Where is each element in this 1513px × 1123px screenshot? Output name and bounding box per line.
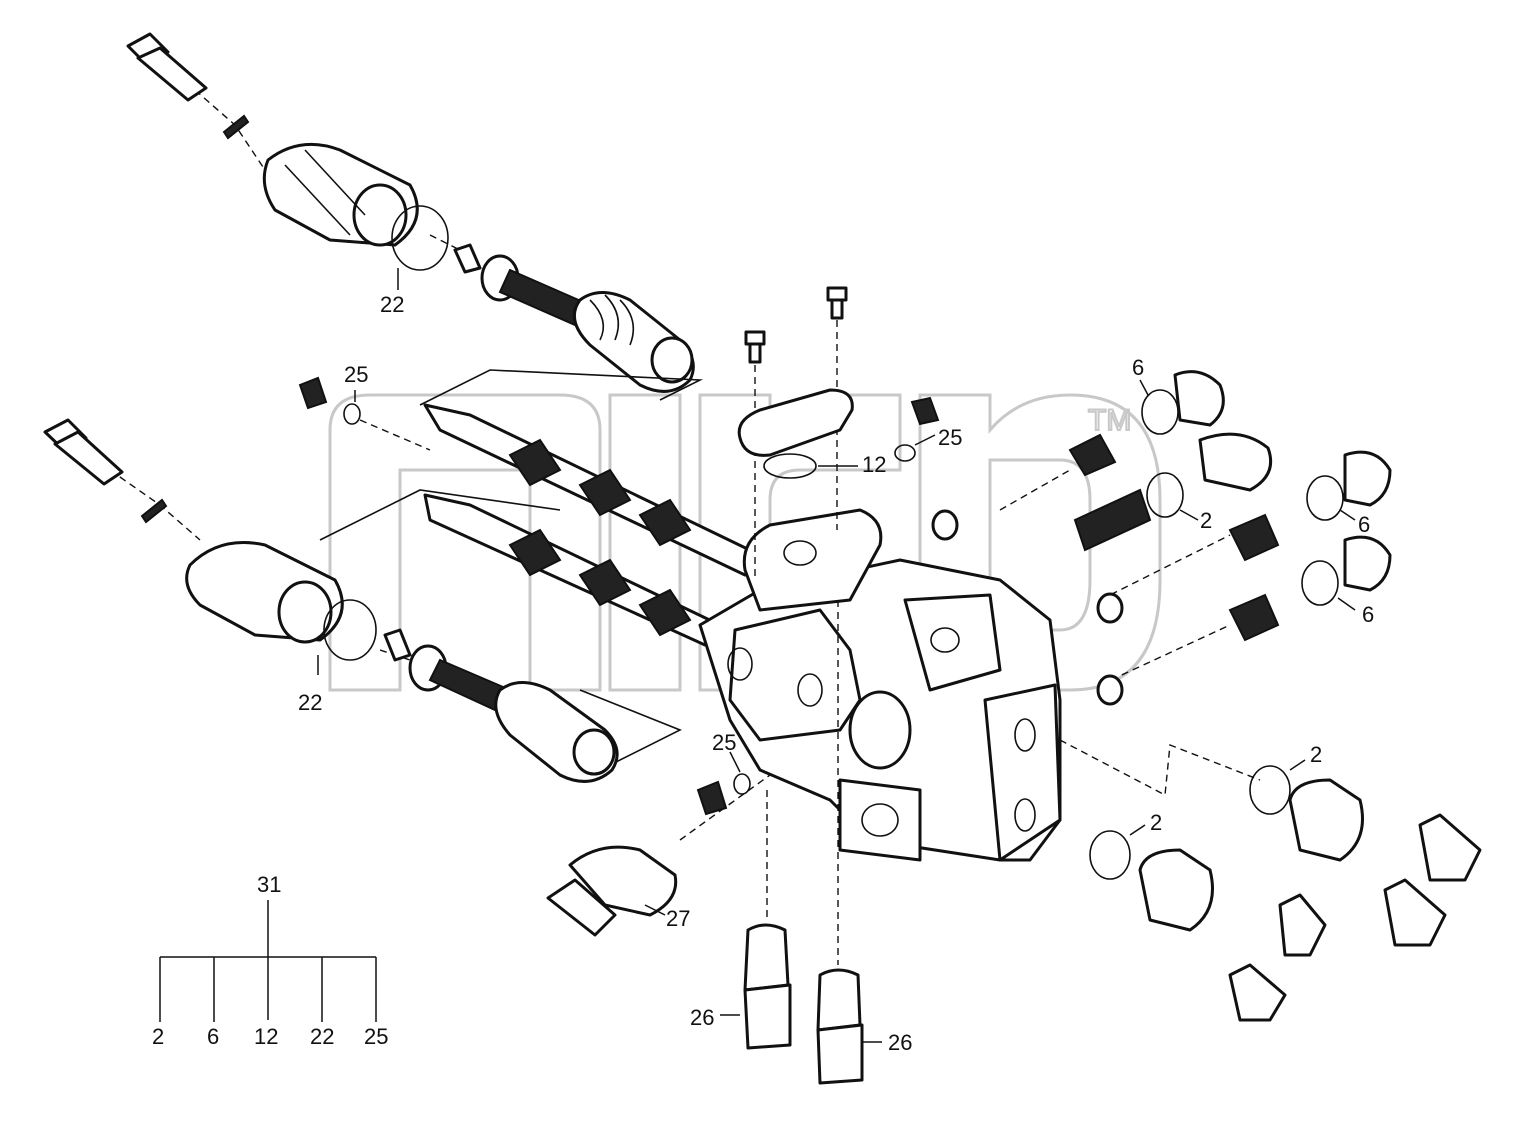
bom-tree: 31 2 6 12 22 25 bbox=[152, 872, 388, 1049]
bom-component-12: 12 bbox=[254, 1024, 278, 1049]
callout-6-low: 6 bbox=[1362, 602, 1374, 627]
lower-fittings bbox=[546, 600, 882, 1085]
callout-22-lower: 22 bbox=[298, 690, 322, 715]
right-fittings bbox=[931, 370, 1392, 706]
callout-6-top: 6 bbox=[1132, 355, 1144, 380]
callout-27: 27 bbox=[666, 906, 690, 931]
cover-plate-group bbox=[737, 286, 940, 580]
callout-25-right: 25 bbox=[938, 425, 962, 450]
callout-25-bottom: 25 bbox=[712, 730, 736, 755]
upper-bolt bbox=[126, 32, 208, 102]
watermark-trademark: TM bbox=[1088, 404, 1131, 437]
callout-2-mid: 2 bbox=[1200, 508, 1212, 533]
spool-cartridges bbox=[298, 369, 762, 771]
valve-body bbox=[698, 508, 1062, 862]
lower-spool-group bbox=[43, 418, 619, 783]
bom-component-2: 2 bbox=[152, 1024, 164, 1049]
callout-22-upper: 22 bbox=[380, 292, 404, 317]
upper-spool-group bbox=[126, 32, 695, 393]
bom-component-6: 6 bbox=[207, 1024, 219, 1049]
callout-25-left: 25 bbox=[344, 362, 368, 387]
bom-assembly-number: 31 bbox=[257, 872, 281, 897]
upper-washer bbox=[222, 114, 250, 140]
relief-valve bbox=[546, 845, 678, 937]
callout-2-right-b: 2 bbox=[1150, 810, 1162, 835]
bom-component-22: 22 bbox=[310, 1024, 334, 1049]
flange-group bbox=[1059, 739, 1482, 1022]
callout-26-right: 26 bbox=[888, 1030, 912, 1055]
callout-12: 12 bbox=[862, 452, 886, 477]
upper-cap bbox=[262, 142, 419, 247]
callout-26-left: 26 bbox=[690, 1005, 714, 1030]
sensor-left bbox=[743, 923, 792, 1050]
sensor-right bbox=[816, 968, 864, 1085]
callout-labels: 22 25 6 25 12 2 6 6 22 25 2 2 27 26 26 bbox=[298, 292, 1374, 1055]
upper-spool bbox=[453, 243, 695, 393]
plug-left-25 bbox=[298, 376, 328, 410]
callout-2-right-a: 2 bbox=[1310, 742, 1322, 767]
bom-component-25: 25 bbox=[364, 1024, 388, 1049]
upper-o-ring bbox=[391, 205, 449, 271]
callout-6-mid: 6 bbox=[1358, 512, 1370, 537]
